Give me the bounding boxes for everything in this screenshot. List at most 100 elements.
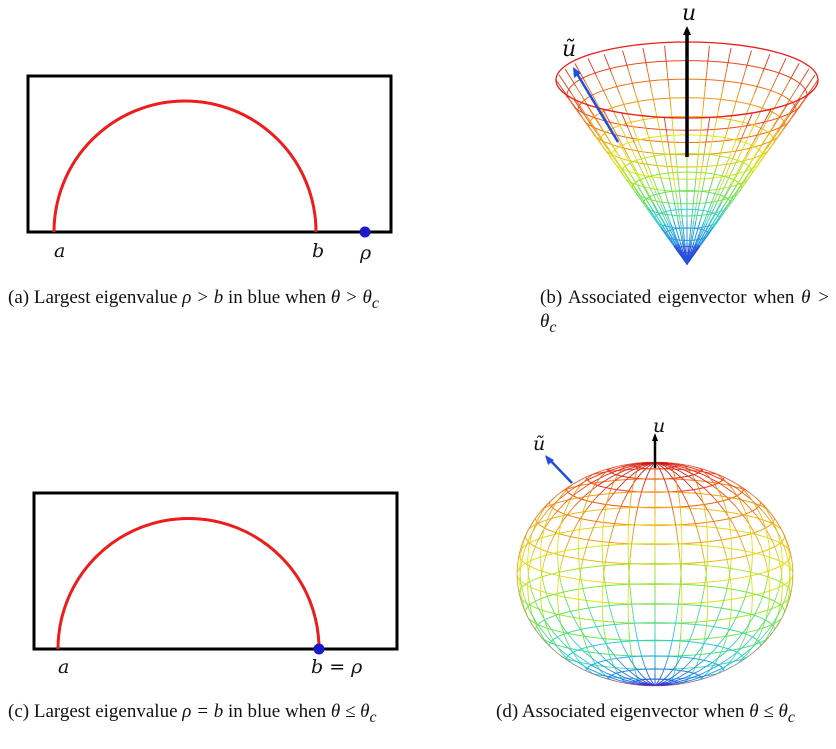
mesh-line	[679, 631, 682, 645]
mesh-line	[699, 219, 708, 235]
mesh-line	[751, 149, 765, 170]
mesh-line	[725, 158, 734, 174]
mesh-line	[634, 190, 649, 210]
mesh-line	[743, 165, 756, 183]
mesh-line	[606, 468, 623, 476]
mesh-line	[748, 567, 753, 583]
mesh-line	[768, 542, 771, 558]
mesh-line	[755, 514, 766, 529]
mesh-line	[737, 114, 747, 137]
mesh-line	[647, 685, 656, 686]
mesh-line	[580, 507, 585, 521]
mesh-line	[556, 538, 559, 553]
mesh-line	[725, 554, 730, 570]
mesh-line	[693, 221, 701, 244]
mesh-line	[560, 511, 566, 525]
mesh-line	[622, 490, 629, 503]
mesh-line	[744, 486, 757, 497]
mesh-line	[695, 191, 699, 207]
mesh-line	[750, 637, 763, 650]
mesh-line	[559, 488, 573, 500]
mesh-line	[649, 205, 663, 226]
mesh-line	[637, 185, 651, 206]
mesh-line	[641, 685, 646, 686]
mesh-line	[760, 619, 767, 633]
semicircle-density-curve	[52, 99, 318, 233]
mesh-line	[776, 55, 788, 77]
mesh-line	[697, 176, 702, 192]
mesh-line	[748, 145, 762, 167]
mesh-line	[528, 556, 533, 571]
mesh-line	[617, 685, 630, 686]
mesh-line	[616, 479, 626, 490]
mesh-line	[711, 202, 722, 219]
mesh-line	[560, 623, 566, 637]
mesh-line	[668, 644, 672, 657]
mesh-line	[728, 520, 732, 535]
mesh-line	[797, 92, 811, 111]
mesh-line	[560, 550, 566, 566]
mesh-line	[606, 672, 623, 680]
mesh-line	[635, 193, 649, 212]
mesh-line	[600, 670, 609, 679]
mesh-line	[766, 101, 779, 123]
mesh-line	[628, 631, 631, 645]
mesh-line	[669, 688, 676, 689]
mesh-line	[679, 503, 682, 517]
mesh-line	[641, 655, 646, 667]
mesh-line	[670, 632, 675, 645]
mesh-line	[700, 161, 704, 177]
mesh-line	[588, 106, 602, 127]
mesh-line	[732, 181, 745, 199]
mesh-line	[578, 563, 582, 579]
mesh-line	[679, 574, 682, 590]
mesh-line	[708, 621, 717, 636]
caption-d: (d) Associated eigenvector when θ ≤ θc	[496, 701, 795, 726]
mesh-line	[553, 651, 566, 662]
mesh-line	[527, 547, 530, 563]
mesh-line	[641, 689, 648, 690]
mesh-line	[684, 658, 694, 669]
mesh-line	[584, 115, 597, 133]
mesh-line	[680, 685, 693, 686]
mesh-line	[577, 482, 592, 493]
spectrum-frame	[32, 491, 399, 651]
mesh-line	[573, 495, 586, 508]
mesh-line	[668, 666, 676, 676]
mesh-line	[528, 577, 533, 592]
mesh-line	[751, 595, 754, 610]
mesh-line	[755, 619, 766, 634]
eigenvalue-rho-dot	[359, 226, 371, 238]
mesh-line	[728, 563, 732, 579]
mesh-line	[612, 619, 619, 634]
mesh-line	[563, 92, 577, 111]
mesh-line	[527, 585, 530, 601]
mesh-line	[627, 155, 637, 172]
mesh-line	[802, 73, 817, 93]
mesh-line	[610, 670, 626, 679]
mesh-line	[692, 478, 705, 489]
mesh-line	[703, 218, 713, 235]
mesh-line	[765, 528, 770, 543]
mesh-line	[675, 459, 684, 461]
mesh-line	[622, 645, 629, 658]
mesh-line	[732, 488, 740, 500]
mesh-line	[585, 497, 596, 511]
mesh-line	[746, 118, 758, 140]
mesh-line	[633, 473, 637, 483]
mesh-line	[617, 633, 624, 646]
mesh-line	[777, 533, 782, 548]
mesh-line	[631, 604, 635, 619]
mesh-line	[564, 491, 578, 504]
mesh-line	[591, 474, 607, 484]
mesh-line	[588, 607, 595, 623]
mesh-line	[647, 134, 655, 157]
mesh-line	[612, 514, 619, 529]
mesh-line	[789, 92, 804, 112]
mesh-line	[686, 633, 693, 646]
mesh-line	[641, 481, 646, 493]
mesh-line	[687, 672, 704, 680]
mesh-line	[779, 597, 787, 612]
mesh-line	[647, 681, 656, 686]
mesh-line	[702, 146, 706, 162]
